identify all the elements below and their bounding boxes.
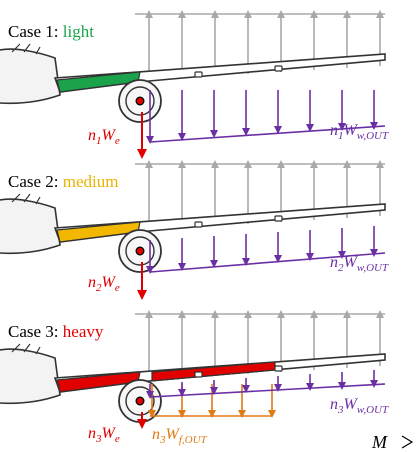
outboard-fuel-region — [151, 361, 276, 382]
case-prefix: Case 3: — [8, 322, 63, 341]
case-title: Case 3: heavy — [8, 322, 104, 341]
fuel-weight-label: n3Wf,OUT — [152, 426, 208, 446]
wing-weight-arrows — [146, 370, 386, 399]
case-panel-1: Case 1: light n1We n1Ww,OUT — [0, 10, 389, 159]
flap-fairing — [194, 221, 203, 228]
engine — [118, 79, 162, 123]
case-label: heavy — [63, 322, 104, 341]
case-panel-2: Case 2: medium n2We n2Ww,OUT — [0, 160, 389, 300]
flap-fairing — [194, 371, 203, 378]
fuselage — [0, 48, 61, 105]
cockpit-lines — [11, 343, 41, 355]
flap-fairing — [274, 215, 283, 222]
case-panel-3: Case 3: heavy n3We n3Ww,OUT n3Wf,OUT — [0, 310, 389, 446]
case-prefix: Case 1: — [8, 22, 63, 41]
fuel-weight-arrows — [148, 384, 276, 418]
engine-weight-label: n1We — [88, 127, 120, 147]
fuselage — [0, 198, 61, 255]
wing-weight-label: n2Ww,OUT — [330, 254, 389, 274]
flap-fairing — [274, 365, 283, 372]
cockpit-lines — [11, 43, 41, 55]
case-label: medium — [63, 172, 119, 191]
engine-weight-label: n3We — [88, 425, 120, 445]
engine-weight-label: n2We — [88, 274, 120, 294]
case-prefix: Case 2: — [8, 172, 63, 191]
corner-partial-text: M — [371, 432, 388, 452]
case-title: Case 2: medium — [8, 172, 119, 191]
flap-fairing — [194, 71, 203, 78]
fuselage — [0, 348, 61, 405]
case-title: Case 1: light — [8, 22, 94, 41]
corner-partial-glyph — [401, 435, 414, 449]
wing-weight-arrows — [146, 90, 386, 144]
case-label: light — [63, 22, 94, 41]
wing-weight-arrows — [146, 226, 386, 274]
flap-fairing — [274, 65, 283, 72]
cockpit-lines — [11, 193, 41, 205]
engine — [118, 229, 162, 273]
wing-weight-label: n1Ww,OUT — [330, 122, 389, 142]
wing-weight-label: n3Ww,OUT — [330, 396, 389, 416]
